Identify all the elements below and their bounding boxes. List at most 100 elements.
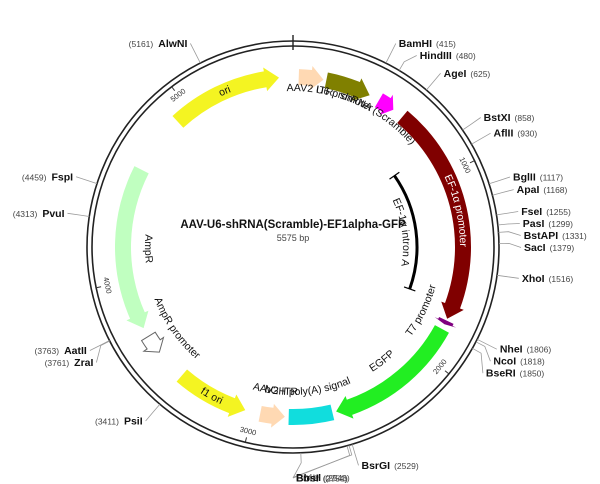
site-fspi-name: FspI bbox=[51, 171, 73, 183]
feature-intron-label: EF-1α intron A bbox=[390, 196, 412, 267]
site-fsei: FseI(1255) bbox=[496, 206, 571, 218]
site-hindiii-leader bbox=[398, 55, 417, 71]
site-alwni-leader bbox=[190, 43, 201, 64]
feature-ampr-label: AmpR bbox=[142, 234, 155, 264]
site-bsrgi-leader bbox=[351, 444, 359, 466]
site-zrai-name: ZraI bbox=[74, 357, 93, 369]
site-hindiii: HindIII(480) bbox=[398, 50, 476, 71]
site-agei-name: AgeI bbox=[444, 68, 467, 80]
site-bsrgi-name: BsrGI bbox=[361, 460, 390, 472]
site-ncoi-position: (1818) bbox=[520, 357, 545, 367]
site-bbsi-position: (2754) bbox=[323, 474, 348, 484]
site-pasi: PasI(1299) bbox=[497, 218, 573, 230]
site-bstxi-position: (858) bbox=[515, 113, 535, 123]
site-pasi-name: PasI bbox=[523, 218, 545, 230]
site-bglii-position: (1117) bbox=[540, 173, 563, 183]
feature-ampprom bbox=[140, 331, 165, 353]
tick-5000 bbox=[171, 86, 176, 92]
backbone bbox=[86, 35, 500, 454]
site-bglii: BglII(1117) bbox=[488, 172, 563, 185]
restriction-sites: AlwNI(5161) BamHI (415)HindIII(480)AgeI(62… bbox=[13, 38, 587, 484]
site-xhoi-position: (1516) bbox=[549, 274, 574, 284]
tick-label-1000: 1000 bbox=[457, 156, 472, 175]
feature-intron-cap bbox=[403, 286, 416, 292]
site-aflii: AflII(930) bbox=[471, 128, 537, 145]
site-pvui-leader bbox=[67, 212, 90, 217]
feature-itr2 bbox=[258, 403, 285, 428]
tick-3000 bbox=[244, 437, 247, 443]
site-aflii-leader bbox=[471, 132, 491, 145]
site-bstxi-name: BstXI bbox=[484, 112, 511, 124]
site-alwni: AlwNI(5161) bbox=[129, 38, 201, 64]
site-aatii-name: AatII bbox=[64, 345, 87, 357]
site-aflii-position: (930) bbox=[517, 129, 537, 139]
site-pasi-leader bbox=[497, 223, 520, 226]
site-bamhi-leader bbox=[385, 43, 397, 64]
site-nhei-name: NheI bbox=[500, 344, 523, 356]
site-fspi: FspI (4459) bbox=[22, 171, 98, 184]
site-agei: AgeI(625) bbox=[426, 68, 490, 91]
site-bcli-name: BclI* bbox=[296, 473, 320, 484]
site-psii-position: (3411) bbox=[95, 416, 119, 426]
tick-2000 bbox=[444, 370, 450, 375]
tick-4000 bbox=[96, 286, 102, 289]
feature-bgh bbox=[288, 404, 335, 425]
tick-label-5000: 5000 bbox=[169, 86, 188, 103]
feature-egfp-label: EGFP bbox=[367, 348, 397, 375]
site-bstapi-position: (1331) bbox=[562, 231, 587, 241]
site-aflii-name: AflII bbox=[494, 128, 514, 140]
feature-ef1a bbox=[397, 110, 471, 319]
feature-intron-cap bbox=[389, 171, 400, 180]
site-ncoi-name: NcoI bbox=[493, 356, 516, 368]
feature-ori-label: ori bbox=[217, 83, 232, 99]
tick-label-3000: 3000 bbox=[239, 425, 257, 438]
site-psii-leader bbox=[145, 403, 161, 422]
site-nhei-leader bbox=[477, 338, 497, 350]
feature-ampr bbox=[115, 166, 149, 329]
site-bseri-leader bbox=[472, 347, 484, 374]
feature-ori bbox=[172, 67, 280, 128]
plasmid-name: AAV-U6-shRNA(Scramble)-EF1alpha-GFP bbox=[180, 219, 406, 231]
site-pmei-name: PmeI bbox=[296, 472, 321, 484]
site-pvui-position: (4313) bbox=[13, 209, 38, 219]
site-aatii-leader bbox=[89, 340, 110, 351]
site-bsrgi: BsrGI(2529) bbox=[351, 444, 419, 472]
site-bbsi-leader bbox=[292, 452, 302, 479]
site-bseri-position: (1850) bbox=[520, 369, 545, 379]
site-ncoi: NcoI (1818) bbox=[475, 341, 545, 368]
plasmid-size: 5575 bp bbox=[277, 233, 310, 243]
site-fspi-position: (4459) bbox=[22, 172, 47, 182]
site-xhoi-name: XhoI bbox=[522, 273, 545, 285]
site-bstapi-leader bbox=[498, 231, 521, 236]
site-aatii-position: (3763) bbox=[35, 346, 60, 356]
feature-f1ori bbox=[176, 369, 246, 417]
site-fsei-leader bbox=[496, 211, 519, 216]
site-bstxi: BstXI (858) bbox=[462, 112, 535, 131]
feature-t7 bbox=[434, 316, 457, 328]
site-bglii-leader bbox=[488, 176, 511, 185]
site-nhei: NheI (1806) bbox=[477, 338, 552, 356]
site-bamhi-name: BamHI bbox=[399, 38, 432, 50]
site-xhoi-leader bbox=[496, 274, 519, 279]
site-zrai-position: (3761) bbox=[45, 358, 70, 368]
site-saci-name: SacI bbox=[524, 242, 546, 254]
site-xhoi: XhoI (1516) bbox=[496, 273, 574, 285]
site-alwni-position: (5161) bbox=[129, 39, 154, 49]
feature-intron bbox=[393, 174, 419, 290]
site-pmei-position: (2543) bbox=[325, 473, 350, 483]
site-bcli: BclI*(2552) bbox=[292, 445, 351, 484]
site-pasi-position: (1299) bbox=[548, 219, 573, 229]
site-bamhi-position: (415) bbox=[436, 39, 456, 49]
site-aatii: AatII (3763) bbox=[35, 340, 110, 357]
site-bamhi: BamHI (415) bbox=[385, 38, 456, 64]
site-zrai-leader bbox=[96, 340, 110, 363]
feature-u6 bbox=[324, 72, 370, 101]
site-bseri: BseRI(1850) bbox=[472, 347, 545, 380]
site-fsei-name: FseI bbox=[521, 206, 542, 218]
site-zrai: ZraI (3761) bbox=[45, 340, 110, 369]
site-fspi-leader bbox=[75, 176, 98, 184]
site-pvui: PvuI(4313) bbox=[13, 208, 90, 220]
site-nhei-position: (1806) bbox=[527, 345, 552, 355]
